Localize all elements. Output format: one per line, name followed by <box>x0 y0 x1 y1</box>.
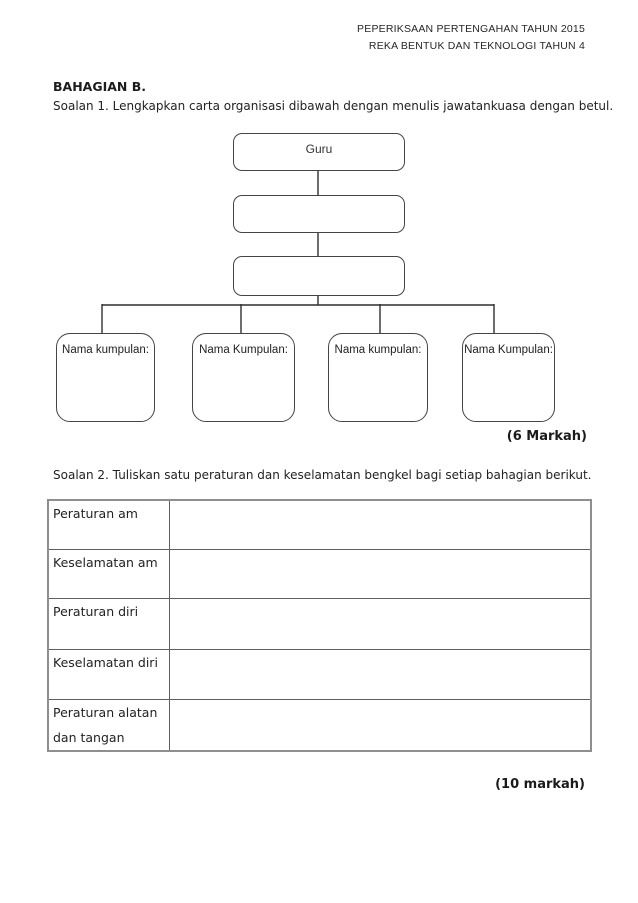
org-box-group-4: Nama Kumpulan: <box>462 333 555 422</box>
org-box-group-3: Nama kumpulan: <box>328 333 428 422</box>
table-row: Peraturan alatan dan tangan <box>47 698 592 751</box>
answer-cell <box>168 548 592 599</box>
org-box-blank-2 <box>233 256 405 296</box>
org-box-guru: Guru <box>233 133 405 171</box>
table-row: Keselamatan am <box>47 548 592 599</box>
answer-cell <box>168 597 592 650</box>
org-box-group-2: Nama Kumpulan: <box>192 333 295 422</box>
row-label: Peraturan am <box>47 499 170 550</box>
question1-text: Soalan 1. Lengkapkan carta organisasi di… <box>53 99 614 113</box>
org-chart: Guru Nama kumpulan: Nama Kumpulan: Nama … <box>0 125 638 437</box>
org-box-guru-label: Guru <box>305 142 333 156</box>
org-box-group-3-label: Nama kumpulan: <box>334 344 422 356</box>
table-row: Peraturan am <box>47 499 592 550</box>
org-box-blank-1 <box>233 195 405 233</box>
section-title: BAHAGIAN B. <box>53 79 147 94</box>
question2-text: Soalan 2. Tuliskan satu peraturan dan ke… <box>53 468 592 482</box>
org-box-group-4-label: Nama Kumpulan: <box>464 344 553 356</box>
row-label: Peraturan alatan dan tangan <box>47 698 170 751</box>
answer-cell <box>168 499 592 550</box>
table-row: Peraturan diri <box>47 597 592 650</box>
row-label: Keselamatan am <box>47 548 170 599</box>
question1-marks: (6 Markah) <box>506 429 587 444</box>
org-box-group-1-label: Nama kumpulan: <box>62 344 149 356</box>
org-box-group-2-label: Nama Kumpulan: <box>199 344 288 356</box>
header-line-2: REKA BENTUK DAN TEKNOLOGI TAHUN 4 <box>368 40 585 52</box>
header-line-1: PEPERIKSAAN PERTENGAHAN TAHUN 2015 <box>357 23 585 35</box>
document-header: PEPERIKSAAN PERTENGAHAN TAHUN 2015 REKA … <box>357 21 585 55</box>
answer-table: Peraturan am Keselamatan am Peraturan di… <box>47 499 592 752</box>
question2-marks: (10 markah) <box>495 777 585 792</box>
org-chart-connector-lines <box>101 171 495 334</box>
row-label: Keselamatan diri <box>47 648 170 700</box>
table-row: Keselamatan diri <box>47 648 592 700</box>
org-box-group-1: Nama kumpulan: <box>56 333 155 422</box>
answer-cell <box>168 698 592 751</box>
answer-cell <box>168 648 592 700</box>
row-label: Peraturan diri <box>47 597 170 650</box>
